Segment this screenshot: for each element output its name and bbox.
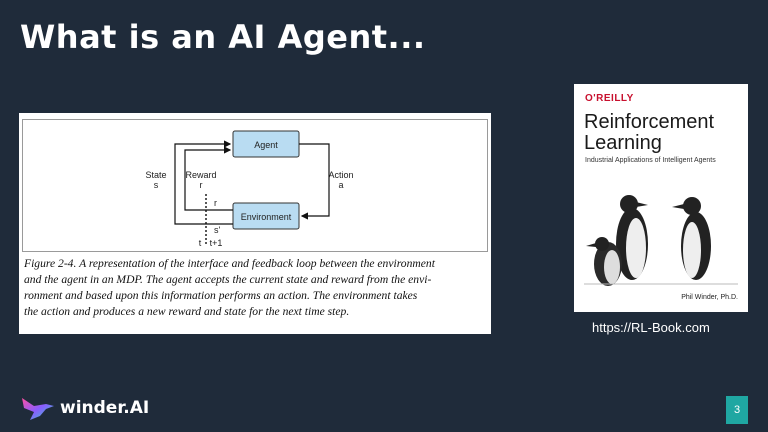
- book-author: Phil Winder, Ph.D.: [681, 294, 738, 301]
- s-next-label: s': [214, 225, 221, 235]
- brand-name: winder.AI: [60, 398, 150, 418]
- figure-caption: Figure 2-4. A representation of the inte…: [24, 256, 486, 320]
- caption-line: Figure 2-4. A representation of the inte…: [24, 257, 435, 270]
- book-title: Reinforcement Learning: [584, 112, 744, 154]
- reward-arrow: [184, 146, 233, 211]
- slide-title: What is an AI Agent...: [20, 18, 426, 56]
- page-number: 3: [726, 396, 748, 424]
- figure-panel: Agent Environment Action a State s Rewar…: [19, 113, 491, 334]
- environment-label: Environment: [241, 212, 292, 222]
- brand: winder.AI: [20, 392, 149, 424]
- book-url-link[interactable]: https://RL-Book.com: [592, 320, 710, 335]
- reward-symbol: r: [200, 180, 203, 190]
- mdp-diagram-svg: Agent Environment Action a State s Rewar…: [145, 130, 354, 248]
- penguin-illustration: [584, 195, 738, 286]
- penguin-back-icon: [586, 237, 622, 286]
- book-subtitle: Industrial Applications of Intelligent A…: [585, 157, 716, 164]
- caption-line: and the agent in an MDP. The agent accep…: [24, 273, 432, 286]
- hummingbird-logo-icon: [22, 398, 54, 420]
- action-arrow: [299, 143, 330, 220]
- state-arrow: [174, 140, 233, 225]
- penguin-right-icon: [672, 197, 711, 280]
- penguin-left-icon: [616, 195, 648, 280]
- reward-label: Reward: [185, 170, 216, 180]
- book-publisher: O'REILLY: [585, 93, 634, 104]
- t1-label: t+1: [210, 238, 223, 248]
- environment-box: [232, 202, 300, 230]
- state-label: State: [145, 170, 166, 180]
- state-symbol: s: [154, 180, 159, 190]
- r-next-label: r: [214, 198, 217, 208]
- caption-line: the action and produces a new reward and…: [24, 305, 350, 318]
- book-cover: O'REILLY Reinforcement Learning Industri…: [574, 84, 748, 312]
- caption-line: ronment and based upon this information …: [24, 289, 418, 302]
- book-title-line: Reinforcement: [584, 111, 715, 133]
- book-title-line: Learning: [584, 132, 662, 154]
- agent-label: Agent: [254, 140, 278, 150]
- action-label: Action: [328, 170, 353, 180]
- action-symbol: a: [338, 180, 343, 190]
- t-label: t: [199, 238, 202, 248]
- mdp-diagram: Agent Environment Action a State s Rewar…: [22, 119, 488, 252]
